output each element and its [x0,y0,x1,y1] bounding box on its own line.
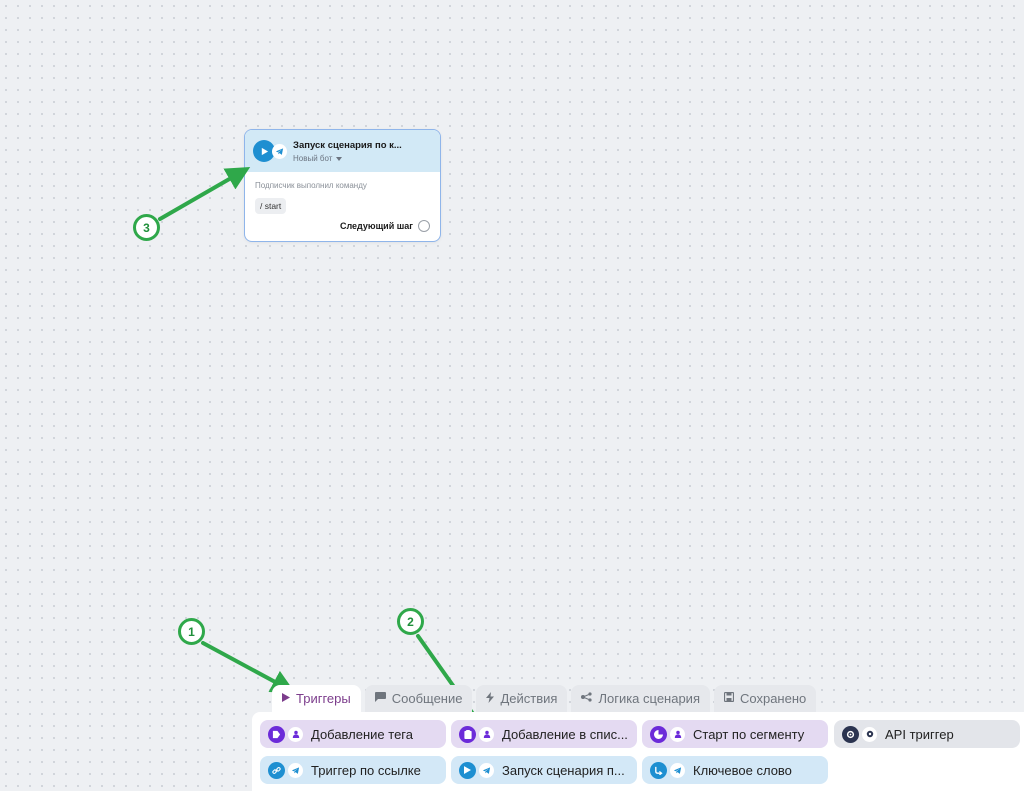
api-icon [862,726,877,742]
trigger-add-tag[interactable]: Добавление тега [260,720,446,748]
play-icon [282,692,290,705]
lightning-icon [486,691,495,706]
telegram-icon [670,762,685,778]
telegram-icon [288,762,303,778]
trigger-api[interactable]: API триггер [834,720,1020,748]
annotation-badge-1: 1 [178,618,205,645]
next-step[interactable]: Следующий шаг [340,220,430,232]
tab-label: Триггеры [296,691,351,706]
trigger-add-to-list[interactable]: Добавление в спис... [451,720,637,748]
next-step-connector[interactable] [418,220,430,232]
keyword-icon [650,761,667,779]
telegram-icon [479,762,494,778]
tab-logic[interactable]: Логика сценария [571,685,710,712]
tab-label: Логика сценария [598,691,700,706]
tab-label: Сохранено [740,691,807,706]
user-icon [479,726,494,742]
trigger-node[interactable]: Запуск сценария по к... Новый бот Подпис… [244,129,441,242]
tab-label: Сообщение [391,691,463,706]
block-tabs: Триггеры Сообщение Действия Логика сцена… [272,685,817,712]
tab-label: Действия [500,691,558,706]
tab-triggers[interactable]: Триггеры [272,685,361,712]
gear-icon [842,725,859,743]
bot-name: Новый бот [293,153,333,163]
trigger-segment-start[interactable]: Старт по сегменту [642,720,828,748]
tab-saved[interactable]: Сохранено [714,685,817,712]
annotation-badge-2: 2 [397,608,424,635]
trigger-keyword[interactable]: Ключевое слово [642,756,828,784]
node-title: Запуск сценария по к... [293,139,402,151]
share-icon [581,692,593,705]
tab-message[interactable]: Сообщение [364,685,473,712]
trigger-label: Ключевое слово [693,762,792,778]
node-header[interactable]: Запуск сценария по к... Новый бот [245,130,440,172]
telegram-icon [272,143,287,159]
trigger-label: Триггер по ссылке [311,762,421,778]
user-icon [670,726,685,742]
play-icon [253,140,275,162]
pie-icon [650,725,667,743]
trigger-link[interactable]: Триггер по ссылке [260,756,446,784]
trigger-label: API триггер [885,726,954,742]
condition-label: Подписчик выполнил команду [255,181,367,190]
trigger-label: Старт по сегменту [693,726,805,742]
chat-icon [374,692,386,705]
caret-down-icon [336,154,343,163]
list-icon [459,725,476,743]
command-chip[interactable]: / start [255,198,287,214]
next-step-label: Следующий шаг [339,221,413,231]
trigger-label: Добавление тега [311,726,413,742]
user-icon [288,726,303,742]
bot-selector[interactable]: Новый бот [293,154,402,163]
trigger-label: Запуск сценария п... [502,762,625,778]
play-icon [459,761,476,779]
trigger-run-scenario[interactable]: Запуск сценария п... [451,756,637,784]
annotation-badge-3: 3 [133,214,160,241]
trigger-panel: Добавление тега Добавление в спис... Ста… [252,712,1024,791]
link-icon [268,761,285,779]
tag-icon [268,725,285,743]
tab-actions[interactable]: Действия [476,685,568,712]
save-icon [723,691,735,705]
trigger-label: Добавление в спис... [502,726,628,742]
